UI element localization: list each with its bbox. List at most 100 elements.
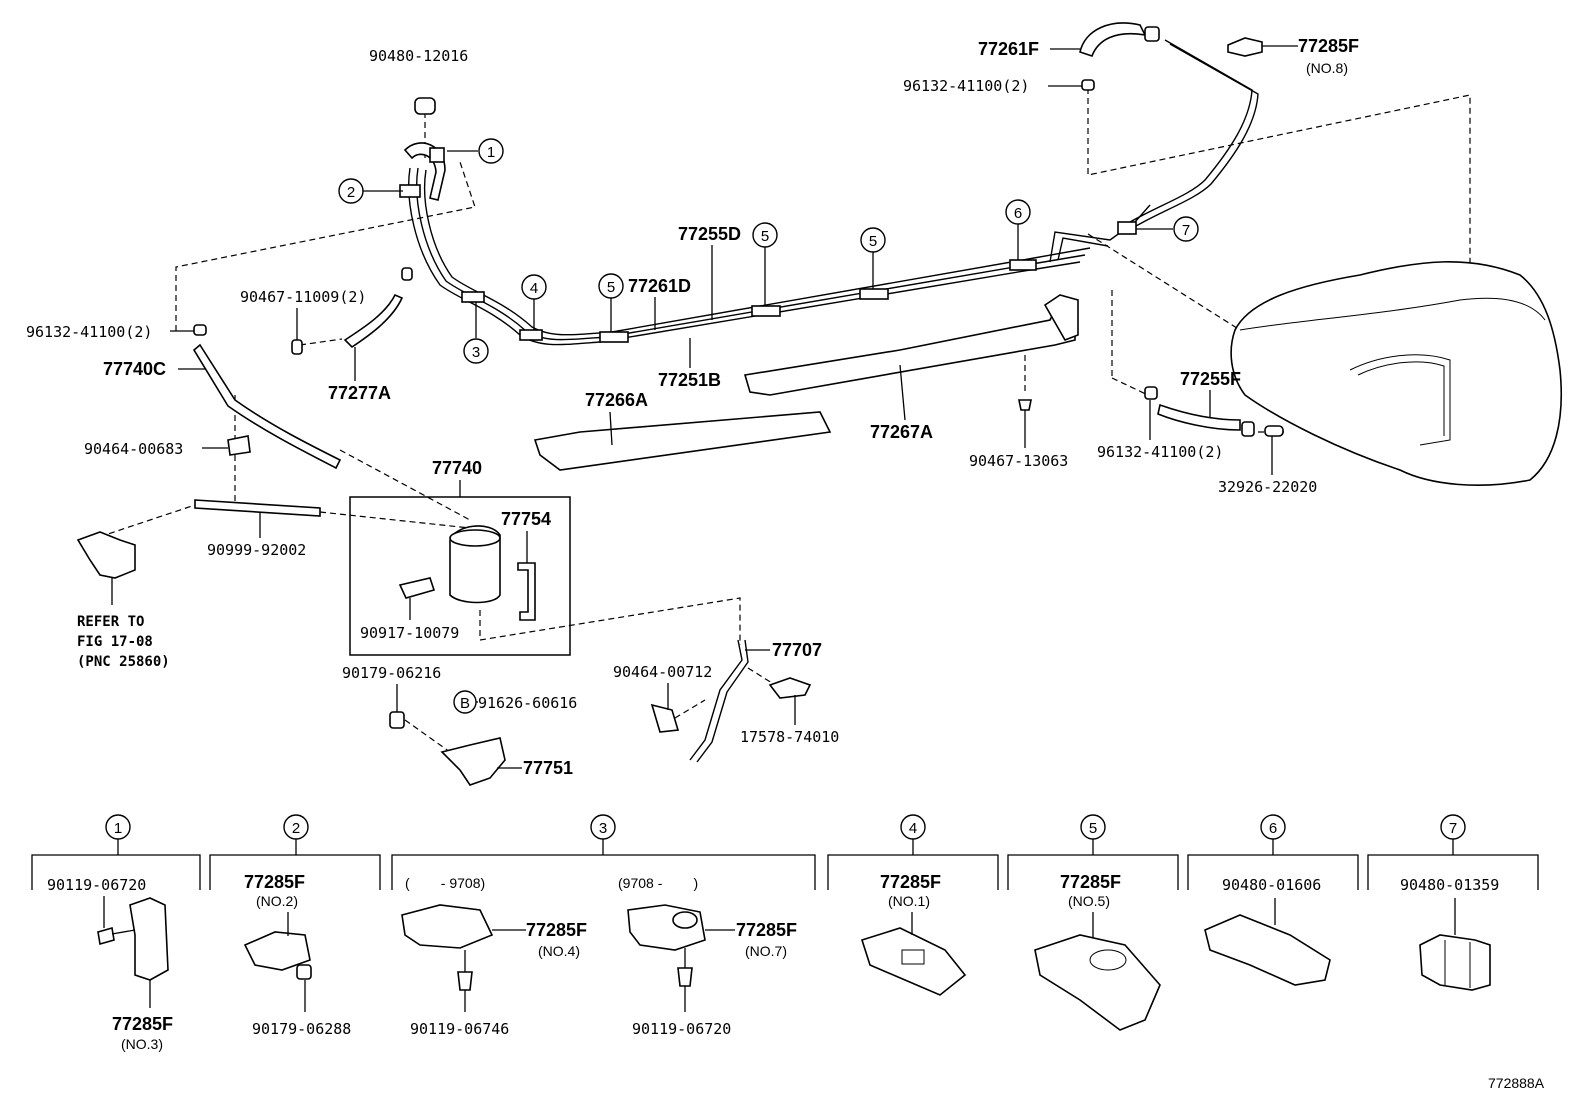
clip-icon xyxy=(1419,934,1491,991)
hose-77261f xyxy=(1079,22,1147,58)
callout-b-text: B xyxy=(460,695,470,712)
label-90464-00683: 90464-00683 xyxy=(84,440,183,458)
svg-text:(NO.3): (NO.3) xyxy=(121,1036,163,1052)
svg-text:2: 2 xyxy=(347,184,355,201)
label-refer-line3: (PNC 25860) xyxy=(77,654,170,670)
label-77277a: 77277A xyxy=(328,383,391,403)
svg-text:77285F: 77285F xyxy=(244,872,305,892)
legend-1: 1 90119-06720 77285F (NO.3) xyxy=(31,814,201,1052)
callout-4: 4 xyxy=(521,274,547,332)
svg-text:77285F: 77285F xyxy=(880,872,941,892)
label-77285f-no8: 77285F xyxy=(1298,36,1359,56)
label-90464-00712: 90464-00712 xyxy=(613,663,712,681)
callout-5c: 5 xyxy=(860,227,886,295)
protector-77266a xyxy=(533,411,832,471)
clamp-icon xyxy=(1227,37,1263,57)
plug-icon xyxy=(1264,425,1284,437)
label-77266a: 77266A xyxy=(585,390,648,410)
label-77261d: 77261D xyxy=(628,276,691,296)
svg-text:7: 7 xyxy=(1449,820,1457,837)
label-77751: 77751 xyxy=(523,758,573,778)
svg-text:4: 4 xyxy=(530,280,538,297)
clamp-icon xyxy=(860,927,967,996)
nut-icon xyxy=(389,711,405,729)
label-77267a: 77267A xyxy=(870,422,933,442)
label-77255d: 77255D xyxy=(678,224,741,244)
label-77707: 77707 xyxy=(772,640,822,660)
label-17578-74010: 17578-74010 xyxy=(740,728,839,746)
clip-icon xyxy=(291,339,303,355)
svg-text:5: 5 xyxy=(1089,820,1097,837)
legend-6: 6 90480-01606 xyxy=(1187,814,1359,986)
label-77740: 77740 xyxy=(432,458,482,478)
label-77255f: 77255F xyxy=(1180,369,1241,389)
clip-icon xyxy=(1241,421,1255,437)
hose-77754 xyxy=(517,562,536,621)
clamp-icon xyxy=(1034,934,1161,1031)
label-90179-06216: 90179-06216 xyxy=(342,664,441,682)
svg-text:3: 3 xyxy=(472,344,480,361)
svg-text:90119-06720: 90119-06720 xyxy=(632,1020,731,1038)
callout-5a: 5 xyxy=(598,273,624,336)
figure-id: 772888A xyxy=(1488,1075,1545,1091)
legend-3: 3 ( - 9708) (9708 - ) 77285F (NO.4) 9011… xyxy=(391,814,816,1038)
svg-text:6: 6 xyxy=(1014,205,1022,222)
sensor-icon xyxy=(398,577,436,599)
clip-icon xyxy=(401,267,413,281)
legend: 1 90119-06720 77285F (NO.3) 2 77285F (NO… xyxy=(31,814,1539,1052)
svg-text:(NO.5): (NO.5) xyxy=(1068,893,1110,909)
label-90467-11009: 90467-11009(2) xyxy=(240,288,366,306)
bracket-77751 xyxy=(440,737,506,786)
bracket-icon xyxy=(1043,294,1079,341)
callout-1: 1 xyxy=(447,138,504,164)
bolt-icon xyxy=(677,967,693,987)
clamp-icon xyxy=(243,931,311,971)
svg-text:5: 5 xyxy=(761,228,769,245)
label-refer-line1: REFER TO xyxy=(77,614,144,630)
clip-icon xyxy=(414,97,436,115)
bracket-icon xyxy=(768,677,812,699)
svg-text:(NO.7): (NO.7) xyxy=(745,943,787,959)
svg-text:90179-06288: 90179-06288 xyxy=(252,1020,351,1038)
legend-4: 4 77285F (NO.1) xyxy=(827,814,999,996)
legend-7: 7 90480-01359 xyxy=(1367,814,1539,991)
svg-text:5: 5 xyxy=(607,279,615,296)
fuel-tank-icon xyxy=(1230,261,1563,486)
svg-text:1: 1 xyxy=(114,820,122,837)
label-77754: 77754 xyxy=(501,509,551,529)
clip-icon xyxy=(1081,79,1095,91)
svg-text:1: 1 xyxy=(487,144,495,161)
svg-text:7: 7 xyxy=(1182,222,1190,239)
hose-77277a xyxy=(343,293,404,349)
clip-icon xyxy=(1144,386,1158,400)
clip-icon xyxy=(1144,26,1160,42)
label-90917-10079: 90917-10079 xyxy=(360,624,459,642)
svg-text:(NO.4): (NO.4) xyxy=(538,943,580,959)
svg-text:90119-06720: 90119-06720 xyxy=(47,876,146,894)
label-96132-left: 96132-41100(2) xyxy=(26,323,152,341)
bolt-icon xyxy=(1018,399,1032,411)
label-no8: (NO.8) xyxy=(1306,60,1348,76)
label-32926-22020: 32926-22020 xyxy=(1218,478,1317,496)
svg-text:90480-01606: 90480-01606 xyxy=(1222,876,1321,894)
clip-icon xyxy=(650,703,680,733)
label-77261f: 77261F xyxy=(978,39,1039,59)
label-96132-top: 96132-41100(2) xyxy=(903,77,1029,95)
clamp-icon xyxy=(401,904,494,949)
tube-90999 xyxy=(194,499,321,517)
svg-text:77285F: 77285F xyxy=(112,1014,173,1034)
clip-icon xyxy=(227,435,251,456)
svg-text:77285F: 77285F xyxy=(736,920,797,940)
part-labels: 90480-12016 77261F 77285F (NO.8) 96132-4… xyxy=(26,36,1359,778)
svg-text:77285F: 77285F xyxy=(526,920,587,940)
label-77251b: 77251B xyxy=(658,370,721,390)
clamp-icon xyxy=(1204,914,1331,986)
bolt-icon xyxy=(457,971,473,991)
pipe-77707 xyxy=(689,639,743,761)
label-refer-line2: FIG 17-08 xyxy=(77,634,153,650)
label-90467-13063: 90467-13063 xyxy=(969,452,1068,470)
clamp-icon xyxy=(429,147,445,163)
callout-2: 2 xyxy=(338,178,403,204)
label-96132-right: 96132-41100(2) xyxy=(1097,443,1223,461)
